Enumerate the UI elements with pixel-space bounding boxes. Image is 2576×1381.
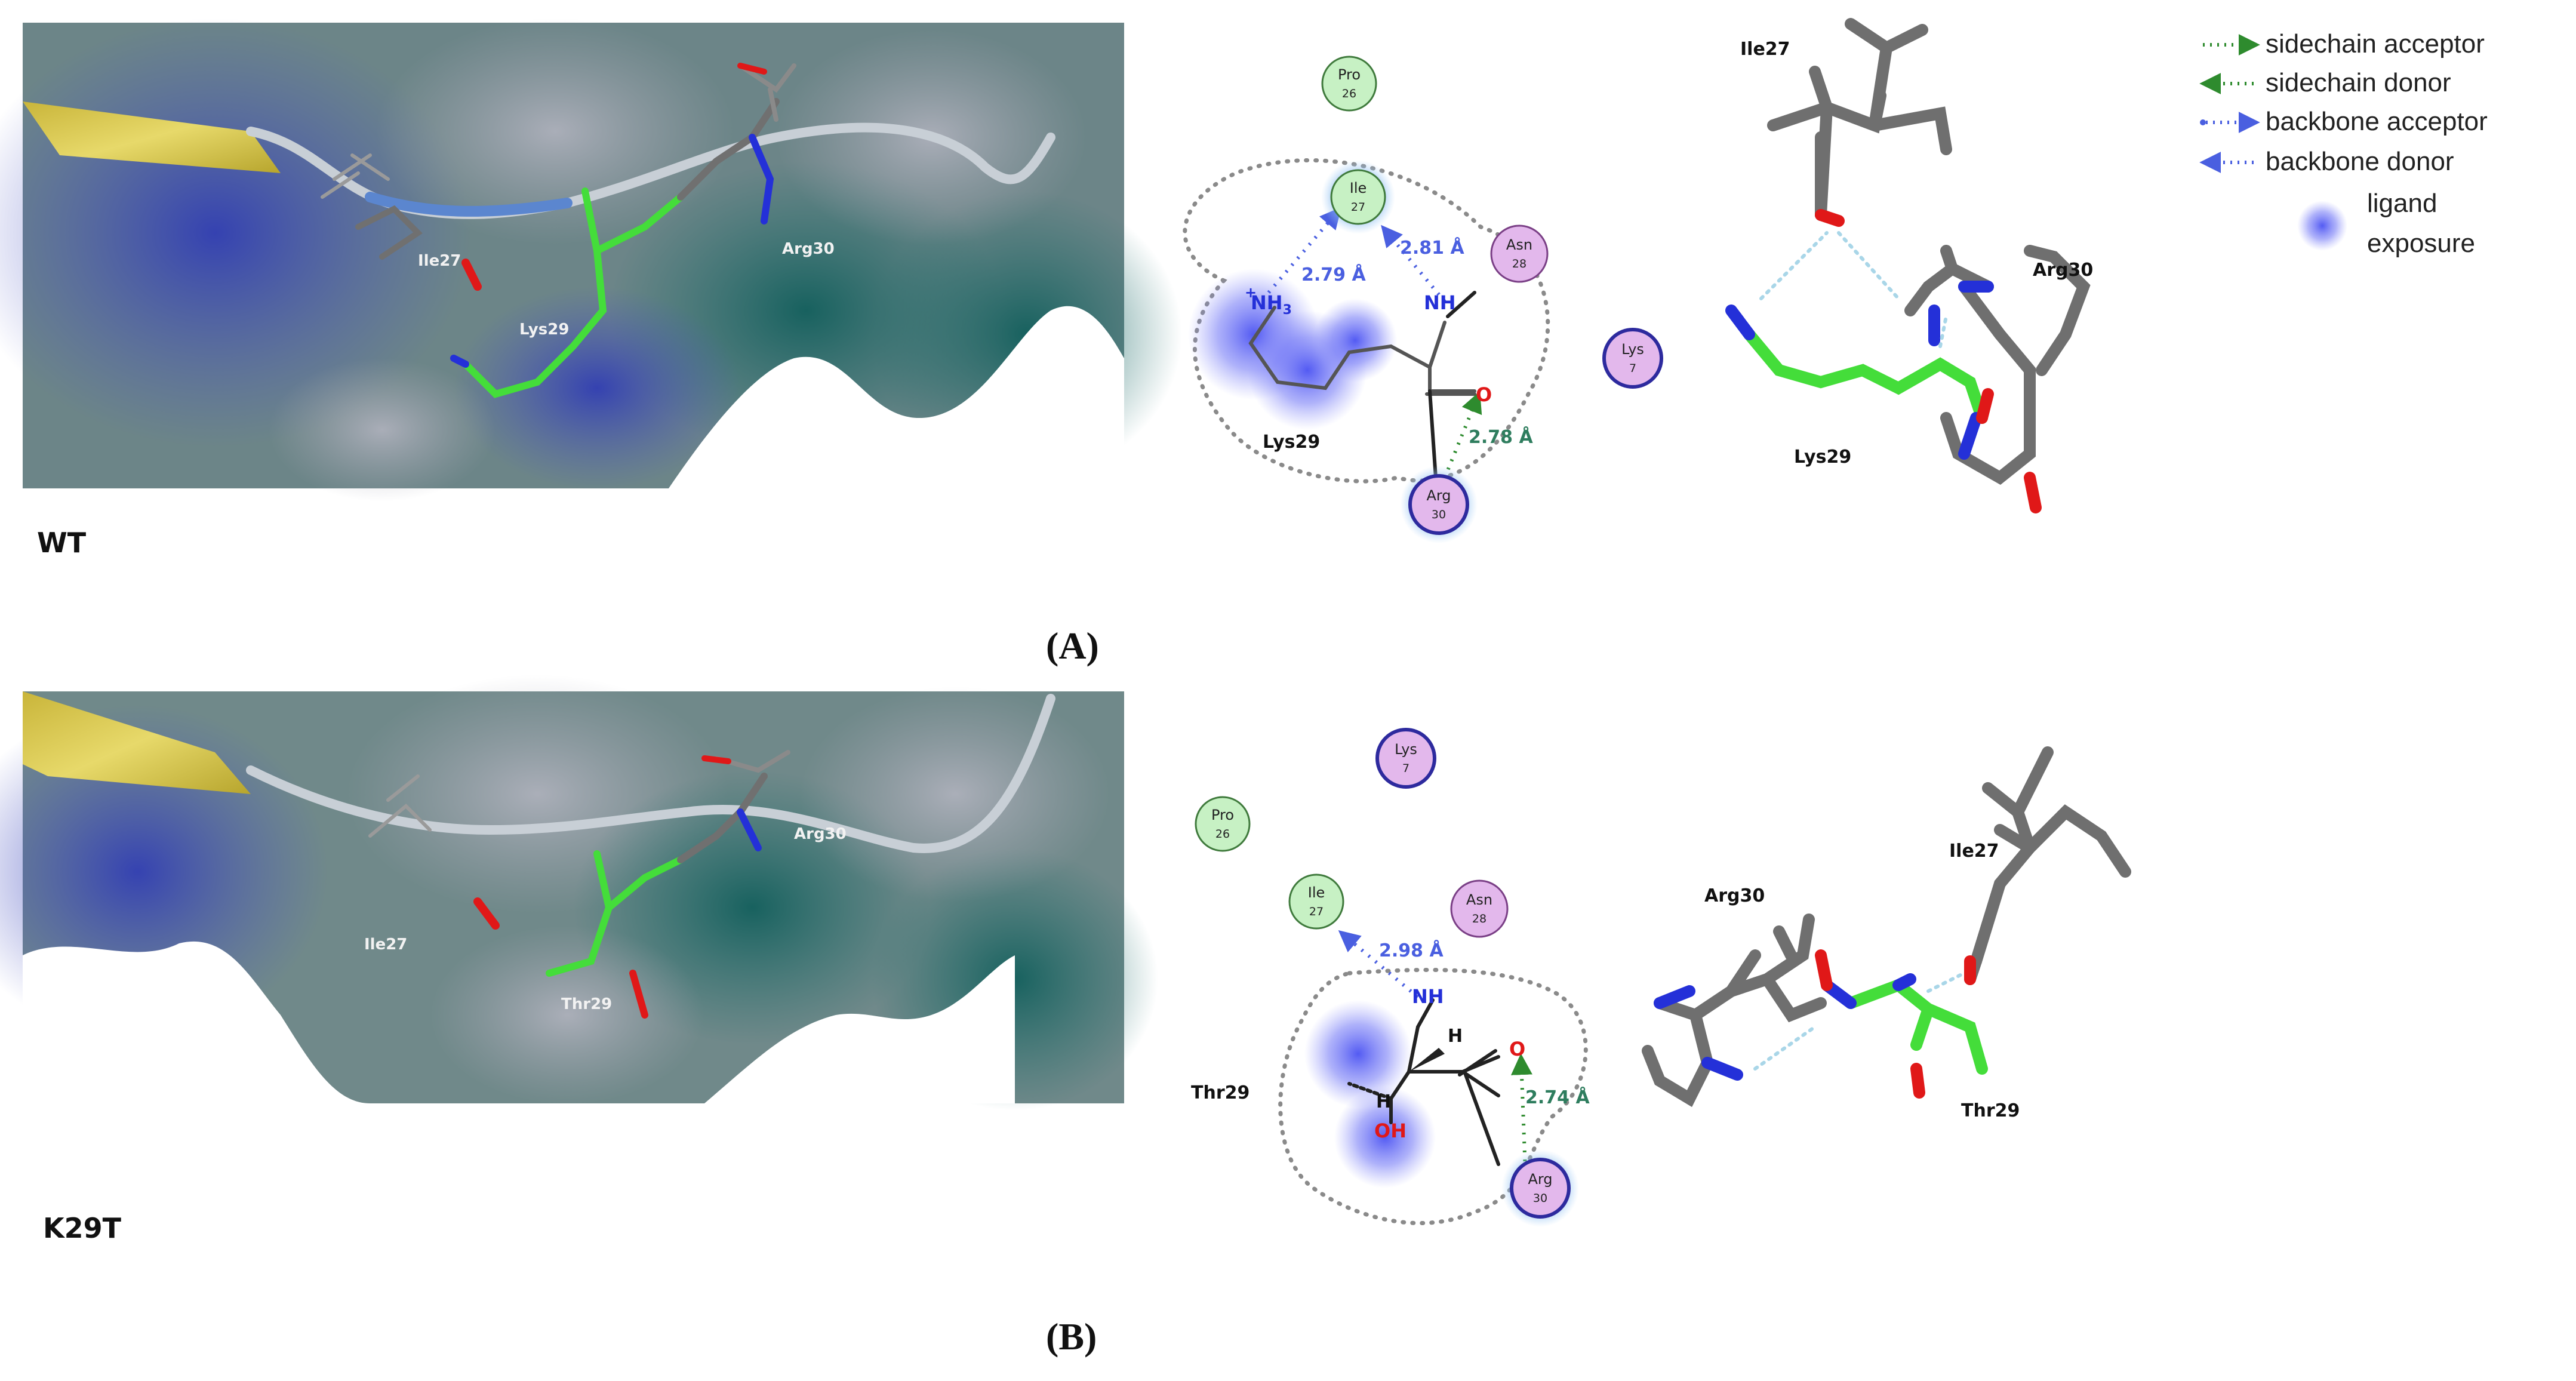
residue-asn28: Asn 28 — [1490, 224, 1549, 283]
surface-label-thr29: Thr29 — [561, 995, 612, 1013]
svg-text:30: 30 — [1432, 508, 1446, 521]
atom-hydroxyl: OH — [1374, 1119, 1407, 1142]
stick-label-thr29: Thr29 — [1961, 1100, 2020, 1121]
svg-text:Pro: Pro — [1211, 807, 1234, 823]
atom-amine: NH — [1424, 291, 1456, 314]
distance-1: 2.79 Å — [1301, 263, 1366, 285]
ligand-name: Lys29 — [1263, 432, 1320, 453]
stick-label-arg30-b: Arg30 — [1704, 885, 1765, 906]
stick-label-lys29: Lys29 — [1794, 447, 1851, 467]
svg-text:Pro: Pro — [1338, 66, 1361, 83]
residue-pro26-b: Pro 26 — [1195, 796, 1251, 852]
atom-carbonyl-o: O — [1476, 383, 1492, 406]
atom-amine-b: NH — [1412, 985, 1444, 1008]
svg-text:Asn: Asn — [1466, 891, 1492, 908]
svg-text:26: 26 — [1215, 828, 1230, 841]
variant-label-k29t: K29T — [43, 1212, 122, 1244]
residue-asn28-b: Asn 28 — [1450, 879, 1509, 938]
surface-label-arg30: Arg30 — [782, 240, 835, 258]
svg-text:Arg: Arg — [1528, 1171, 1552, 1188]
surface-label-ile27-b: Ile27 — [364, 936, 407, 954]
residue-ile27-b: Ile 27 — [1288, 873, 1344, 930]
residue-lys7: Lys 7 — [1602, 328, 1663, 389]
panel-a-surface-render: Ile27 Lys29 Arg30 — [0, 18, 1182, 502]
distance-2: 2.81 Å — [1400, 236, 1464, 259]
atom-side-amine: NH3 — [1251, 291, 1292, 318]
stick-label-ile27: Ile27 — [1740, 39, 1790, 60]
panel-a-interaction-diagram: NH3 + NH O 2.79 Å 2.81 Å 2.78 Å Lys29 Pr… — [1183, 56, 1663, 543]
svg-text:26: 26 — [1342, 87, 1356, 100]
svg-text:ligand: ligand — [2367, 189, 2437, 218]
residue-arg30-b: Arg 30 — [1501, 1149, 1579, 1227]
surface-label-arg30-b: Arg30 — [794, 825, 847, 843]
panel-label-b: (B) — [1046, 1315, 1097, 1358]
legend: sidechain acceptor sidechain donor backb… — [2199, 29, 2488, 258]
surface-label-lys29: Lys29 — [519, 321, 569, 339]
stick-label-ile27-b: Ile27 — [1949, 841, 1999, 862]
svg-text:Asn: Asn — [1506, 236, 1532, 253]
panel-a-stick-model: Ile27 Lys29 Arg30 — [1725, 18, 2093, 513]
atom-h1: H — [1376, 1091, 1391, 1112]
svg-text:Ile: Ile — [1308, 884, 1325, 901]
svg-text:exposure: exposure — [2367, 229, 2475, 258]
svg-text:7: 7 — [1402, 762, 1409, 775]
distance-b-1: 2.98 Å — [1379, 939, 1444, 961]
legend-sidechain-donor: sidechain donor — [2199, 68, 2451, 97]
ligand-name-b: Thr29 — [1191, 1082, 1249, 1103]
panel-b-interaction-diagram: NH OH H H O 2.98 Å 2.74 Å Thr29 Lys 7 Pr… — [1191, 728, 1590, 1227]
atom-h2: H — [1448, 1026, 1463, 1047]
atom-charge: + — [1245, 284, 1257, 301]
legend-backbone-acceptor: backbone acceptor — [2200, 107, 2488, 136]
svg-text:28: 28 — [1472, 912, 1486, 925]
variant-label-wt: WT — [37, 527, 87, 559]
svg-text:sidechain donor: sidechain donor — [2266, 68, 2451, 97]
residue-lys7-b: Lys 7 — [1375, 728, 1436, 789]
panel-b-stick-model: Arg30 Ile27 Thr29 — [1642, 746, 2131, 1121]
svg-text:27: 27 — [1309, 905, 1324, 918]
svg-text:Arg: Arg — [1426, 487, 1451, 504]
svg-text:7: 7 — [1629, 362, 1636, 375]
panel-b-surface-render: Ile27 Thr29 Arg30 — [0, 675, 1158, 1111]
legend-sidechain-acceptor: sidechain acceptor — [2203, 29, 2485, 59]
svg-text:Lys: Lys — [1395, 741, 1417, 758]
residue-arg30: Arg 30 — [1400, 466, 1478, 543]
svg-text:backbone donor: backbone donor — [2266, 147, 2454, 176]
panel-label-a: (A) — [1046, 625, 1099, 667]
surface-label-ile27: Ile27 — [418, 252, 461, 270]
svg-text:sidechain acceptor: sidechain acceptor — [2266, 29, 2485, 59]
legend-ligand-exposure: ligand exposure — [2297, 189, 2475, 258]
svg-text:Lys: Lys — [1621, 341, 1644, 358]
svg-text:28: 28 — [1512, 257, 1526, 270]
svg-text:backbone acceptor: backbone acceptor — [2266, 107, 2488, 136]
residue-ile27: Ile 27 — [1321, 160, 1395, 234]
atom-carbonyl-o-b: O — [1509, 1038, 1525, 1060]
stick-label-arg30: Arg30 — [2033, 260, 2093, 281]
svg-text:27: 27 — [1351, 201, 1365, 214]
legend-backbone-donor: backbone donor — [2199, 147, 2454, 176]
residue-pro26: Pro 26 — [1321, 56, 1377, 112]
svg-text:Ile: Ile — [1350, 180, 1367, 196]
svg-text:30: 30 — [1533, 1192, 1547, 1205]
distance-b-2: 2.74 Å — [1525, 1086, 1590, 1108]
distance-3: 2.78 Å — [1469, 426, 1533, 448]
